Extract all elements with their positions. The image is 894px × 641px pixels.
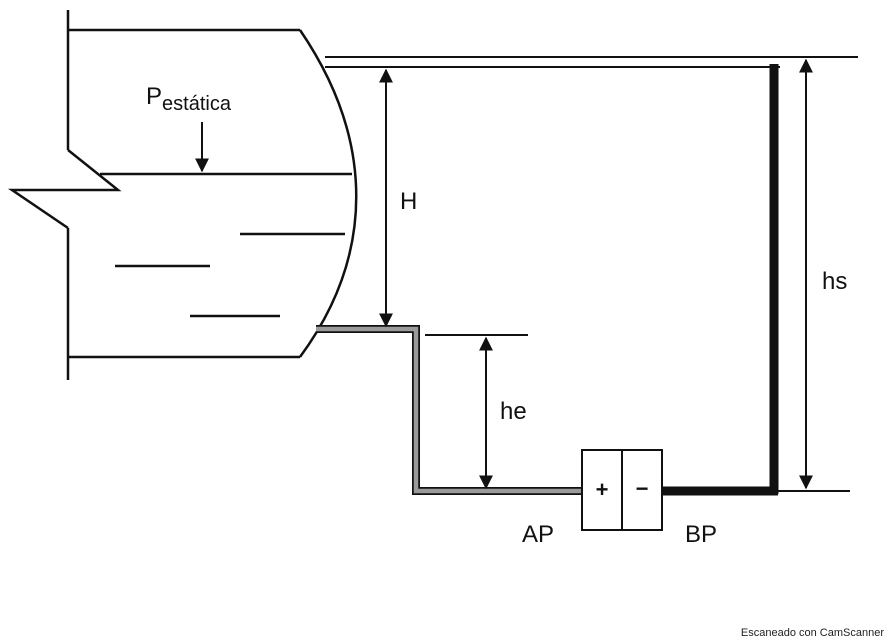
minus-sign: − — [636, 476, 649, 501]
liquid — [100, 172, 352, 318]
label-ap: AP — [522, 521, 554, 548]
label-he: he — [500, 398, 527, 425]
tank — [7, 10, 358, 380]
label-h: H — [400, 188, 417, 215]
plus-sign: + — [596, 477, 609, 502]
label-bp: BP — [685, 521, 717, 548]
low-pressure-line — [662, 64, 779, 496]
dp-transmitter: + − — [581, 449, 663, 531]
tank-break-symbol — [7, 149, 122, 230]
high-pressure-line — [316, 325, 582, 495]
scanner-watermark: Escaneado con CamScanner — [741, 627, 884, 639]
tank-curved-end — [298, 29, 358, 358]
pressure-symbol: P — [146, 83, 162, 110]
static-pressure-label: Pestática — [146, 83, 232, 115]
label-hs: hs — [822, 268, 847, 295]
pressure-subscript: estática — [162, 93, 232, 115]
top-reference-lines — [325, 56, 858, 68]
